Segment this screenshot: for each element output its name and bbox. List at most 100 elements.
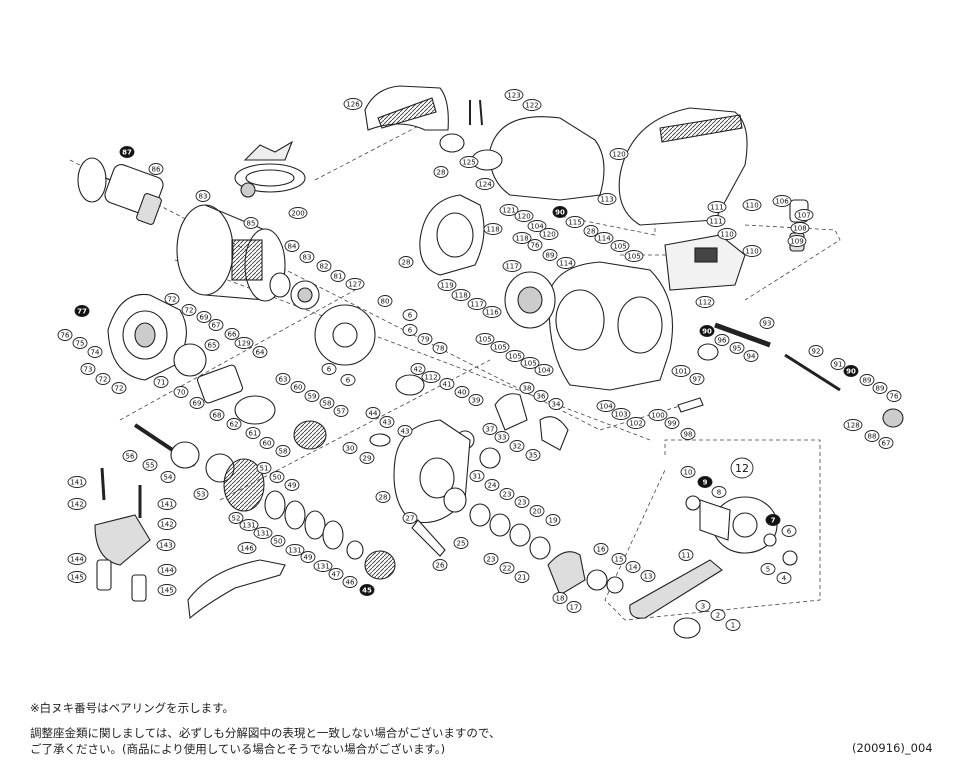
part-callout: 52 [228,512,244,524]
callout-bubble [664,417,680,429]
part-callout: 10 [680,466,696,478]
part-callout: 113 [597,193,617,205]
callout-number: 105 [508,353,521,361]
part-callout: 9 [697,476,713,488]
callout-bubble [359,452,375,464]
part-callout: 88 [864,430,880,442]
callout-number: 44 [369,410,378,418]
callout-number: 33 [498,434,507,442]
callout-number: 10 [684,469,693,477]
part-callout: 86 [148,163,164,175]
callout-number: 85 [247,220,256,228]
thumb-bar [364,85,449,131]
callout-bubble [878,437,894,449]
callout-number: 37 [486,426,495,434]
callout-number: 19 [549,517,558,525]
part-callout: 84 [284,240,300,252]
part-callout: 200 [288,207,308,219]
part-callout: 23 [514,496,530,508]
callout-number: 109 [790,238,803,246]
part-callout: 141 [157,498,177,510]
callout-number: 16 [597,546,606,554]
callout-number: 131 [316,563,329,571]
part-callout: 65 [204,339,220,351]
part-callout: 125 [459,156,479,168]
part-callout: 50 [269,471,285,483]
callout-bubble [245,427,261,439]
part-callout: 105 [475,333,495,345]
part-callout: 115 [565,216,585,228]
callout-bubble [402,324,418,336]
callout-number: 112 [698,299,711,307]
callout-bubble [285,544,305,556]
callout-bubble [417,333,433,345]
part-callout: 95 [729,342,745,354]
callout-bubble [432,342,448,354]
callout-number: 51 [260,465,269,473]
part-callout: 77 [74,305,90,317]
part-callout: 105 [505,350,525,362]
callout-bubble [173,386,189,398]
callout-number: 39 [472,397,481,405]
callout-bubble [209,409,225,421]
callout-number: 28 [402,259,411,267]
callout-number: 9 [703,479,708,487]
part-callout: 62 [226,418,242,430]
callout-bubble [597,193,617,205]
callout-bubble [437,279,457,291]
callout-number: 144 [70,556,84,564]
callout-bubble [787,235,807,247]
callout-bubble [122,450,138,462]
part-callout: 85 [243,217,259,229]
part-callout: 57 [333,405,349,417]
part-callout: 68 [209,409,225,421]
part-callout: 49 [284,479,300,491]
callout-number: 43 [401,428,410,436]
callout-bubble [830,358,846,370]
callout-number: 67 [882,440,891,448]
part-callout: 89 [872,382,888,394]
callout-bubble [275,445,291,457]
part-callout: 80 [377,295,393,307]
part-callout: 72 [181,304,197,316]
callout-number: 120 [517,213,530,221]
callout-bubble [499,204,519,216]
callout-bubble [781,525,797,537]
callout-bubble [742,199,762,211]
callout-number: 112 [424,374,437,382]
part-callout: 94 [743,350,759,362]
callout-bubble [533,390,549,402]
callout-number: 6 [327,366,332,374]
callout-bubble [609,148,629,160]
callout-number: 72 [185,307,194,315]
callout-number: 90 [555,209,565,217]
callout-number: 127 [348,281,361,289]
part-callout: 104 [596,400,616,412]
part-callout: 90 [699,325,715,337]
part-callout: 25 [453,537,469,549]
part-callout: 3 [695,600,711,612]
callout-number: 54 [164,474,173,482]
callout-number: 14 [629,564,638,572]
callout-number: 21 [518,574,527,582]
callout-bubble [626,417,646,429]
callout-number: 64 [256,349,265,357]
callout-number: 145 [70,574,83,582]
callout-bubble [299,251,315,263]
part-callout: 30 [342,442,358,454]
part-callout: 61 [245,427,261,439]
callout-number: 107 [797,212,810,220]
callout-bubble [864,430,880,442]
callout-bubble [499,562,515,574]
callout-number: 146 [240,545,254,553]
callout-number: 77 [77,308,87,316]
callout-bubble [195,190,211,202]
part-callout: 20 [529,505,545,517]
callout-bubble [490,341,510,353]
callout-bubble [593,543,609,555]
callout-bubble [717,228,737,240]
part-callout: 26 [432,559,448,571]
callout-bubble [342,576,358,588]
callout-number: 110 [745,202,758,210]
callout-number: 70 [177,389,186,397]
